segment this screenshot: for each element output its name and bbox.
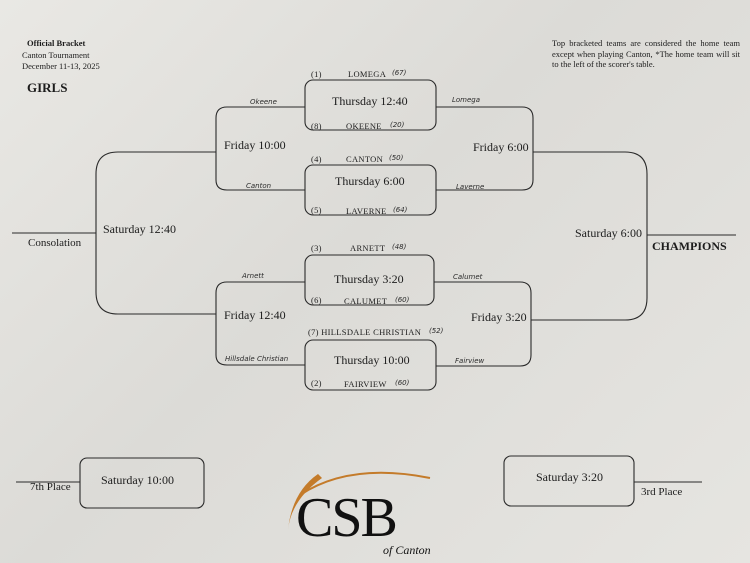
hw-arnett: Arnett: [242, 272, 264, 280]
g1-top-team: LOMEGA: [348, 69, 387, 79]
g2-bottom-score: (64): [393, 206, 408, 214]
bracket-title: Official Bracket: [27, 38, 86, 48]
bracket-right-friday-bottom: [434, 281, 532, 367]
bracket-championship: [531, 151, 648, 321]
friday-top-left: Friday 10:00: [224, 138, 286, 152]
g1-bottom-score: (20): [390, 121, 405, 129]
home-team-note: Top bracketed teams are considered the h…: [552, 38, 740, 69]
g1-top-score: (67): [392, 69, 407, 77]
tournament-name: Canton Tournament: [22, 50, 90, 60]
seventh-box: [79, 457, 205, 509]
consolation-game-time: Saturday 12:40: [103, 222, 176, 236]
third-place-label: 3rd Place: [641, 486, 683, 498]
tournament-dates: December 11-13, 2025: [22, 61, 100, 71]
g4-bottom-team: FAIRVIEW: [344, 379, 387, 389]
seventh-place-time: Saturday 10:00: [101, 473, 174, 487]
g3-bottom-seed: (6): [311, 295, 322, 305]
g3-top-team: ARNETT: [350, 243, 386, 253]
seventh-place-label: 7th Place: [30, 481, 71, 493]
friday-top-right: Friday 6:00: [473, 140, 529, 154]
hw-canton: Canton: [246, 182, 272, 190]
g3-time: Thursday 3:20: [334, 272, 404, 286]
g4-bottom-seed: (2): [311, 378, 322, 388]
hw-lomega: Lomega: [452, 96, 481, 104]
g2-time: Thursday 6:00: [335, 174, 405, 188]
g4-time: Thursday 10:00: [334, 353, 410, 367]
hw-fairview: Fairview: [455, 357, 485, 365]
csb-logo: CSB: [296, 487, 398, 549]
g1-bottom-team: OKEENE: [346, 121, 382, 131]
g2-top-score: (50): [389, 154, 404, 162]
g3-bottom-team: CALUMET: [344, 296, 388, 306]
division-label: GIRLS: [27, 80, 68, 95]
third-box: [503, 455, 635, 507]
hw-calumet: Calumet: [453, 273, 483, 281]
bracket-left-friday-top: [215, 106, 305, 191]
bracket-left-friday-bottom: [215, 281, 305, 366]
g3-top-seed: (3): [311, 243, 322, 253]
hw-laverne: Laverne: [456, 183, 485, 191]
consolation-label: Consolation: [28, 237, 82, 249]
g1-time: Thursday 12:40: [332, 94, 408, 108]
game-box-1: [304, 79, 437, 131]
g4-top-team: (7) HILLSDALE CHRISTIAN: [308, 327, 422, 337]
g2-top-seed: (4): [311, 154, 322, 164]
g1-bottom-seed: (8): [311, 121, 322, 131]
g2-top-team: CANTON: [346, 154, 384, 164]
friday-bottom-right: Friday 3:20: [471, 310, 527, 324]
csb-logo-subtitle: of Canton: [383, 543, 431, 557]
champions-label: CHAMPIONS: [652, 239, 727, 253]
g3-bottom-score: (60): [395, 296, 410, 304]
hw-hillsdale: Hillsdale Christian: [225, 355, 289, 363]
g2-bottom-team: LAVERNE: [346, 206, 387, 216]
g3-top-score: (48): [392, 243, 407, 251]
hw-okeene: Okeene: [250, 98, 277, 106]
g1-top-seed: (1): [311, 69, 322, 79]
bracket-right-friday-top: [436, 106, 534, 191]
game-box-3: [304, 254, 435, 306]
third-place-time: Saturday 3:20: [536, 470, 603, 484]
logo-swoosh: [288, 474, 322, 530]
g4-bottom-score: (60): [395, 379, 410, 387]
g2-bottom-seed: (5): [311, 205, 322, 215]
friday-bottom-left: Friday 12:40: [224, 308, 286, 322]
championship-game-time: Saturday 6:00: [575, 226, 642, 240]
g4-top-score: (52): [429, 327, 444, 335]
